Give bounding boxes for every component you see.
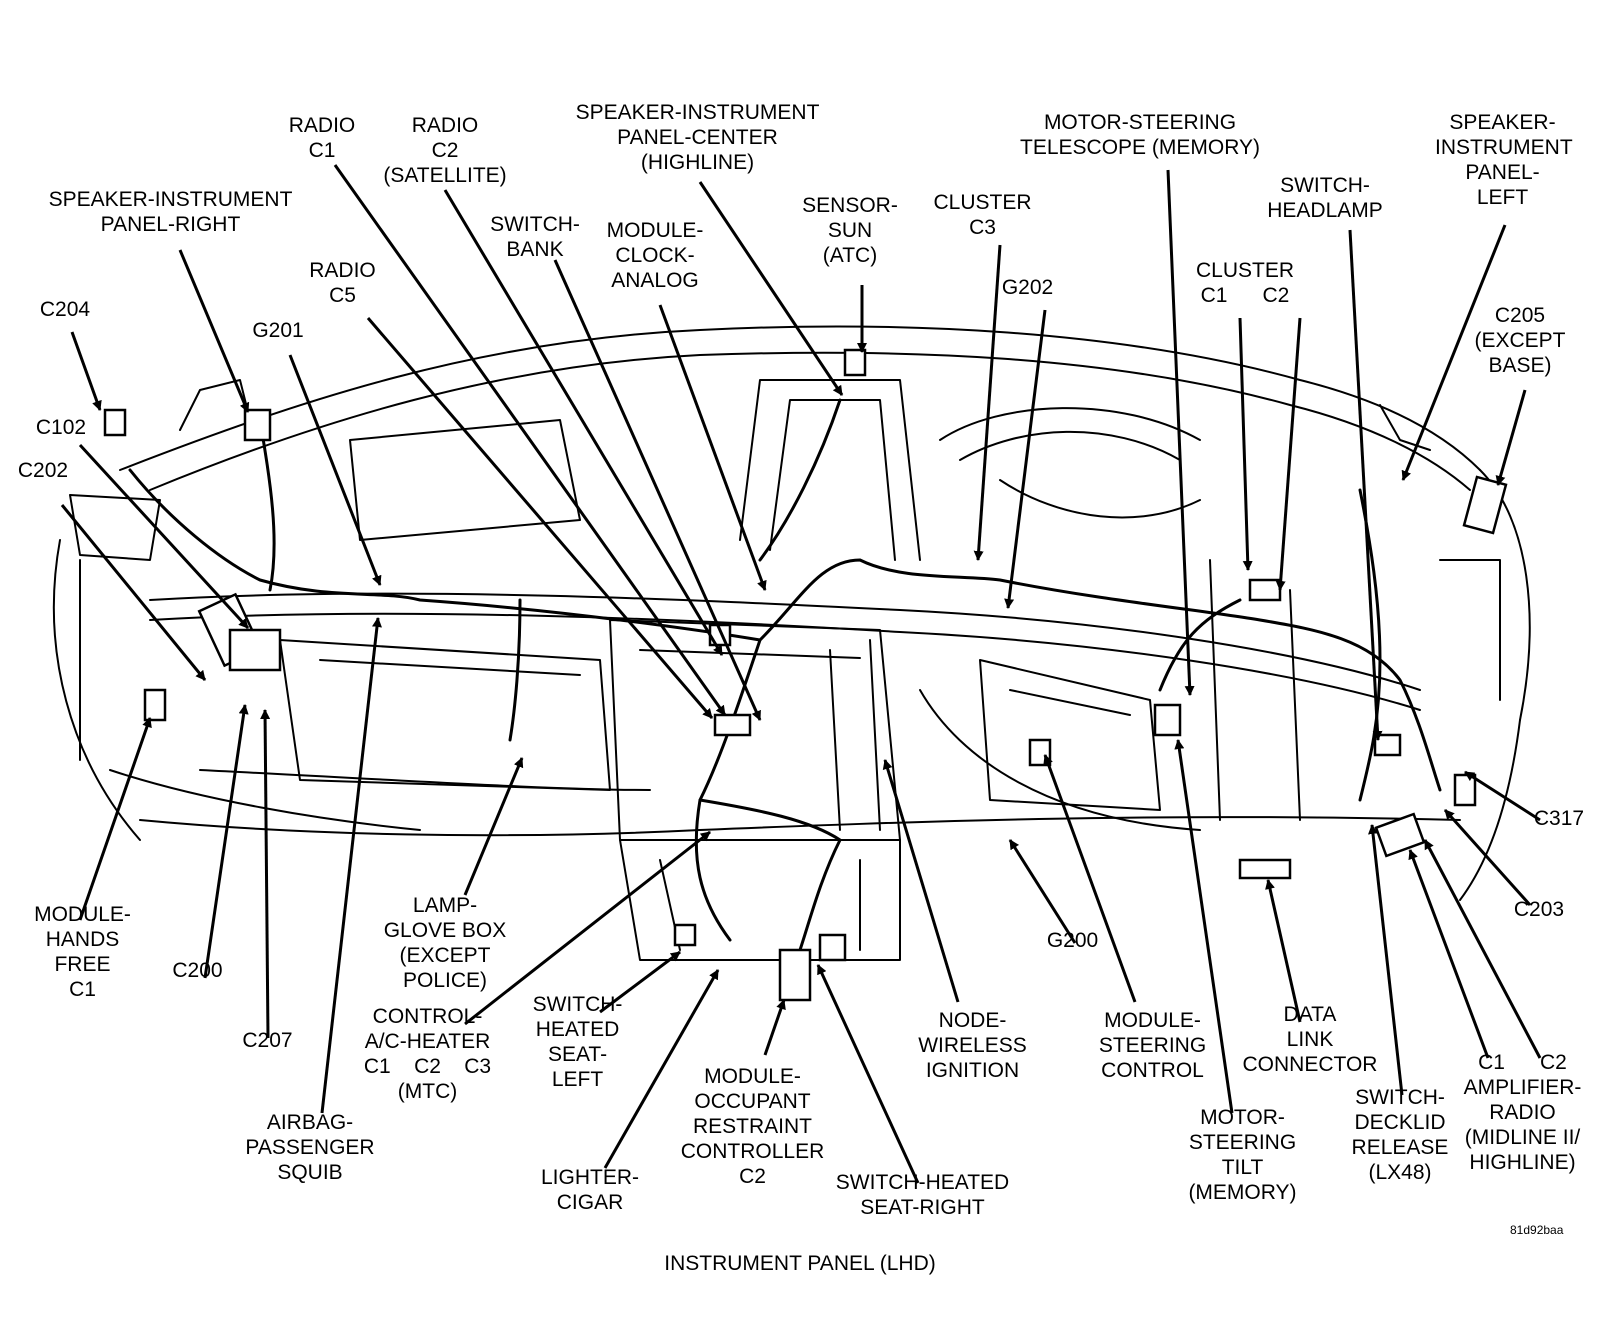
figure-caption: INSTRUMENT PANEL (LHD) (664, 1252, 936, 1275)
label-c203: C203 (1513, 898, 1565, 921)
label-c207: C207 (242, 1029, 293, 1052)
label-amplifier-radio: C1 C2 AMPLIFIER- RADIO (MIDLINE II/ HIGH… (1463, 1051, 1582, 1174)
label-g200: G200 (1046, 929, 1099, 952)
label-module-clock-analog: MODULE- CLOCK- ANALOG (606, 219, 704, 292)
label-node-wireless-ignition: NODE- WIRELESS IGNITION (918, 1009, 1027, 1082)
leader-lines (60, 164, 1542, 1184)
label-g201: G201 (252, 319, 304, 342)
label-c200: C200 (172, 959, 223, 982)
label-radio-c2-satellite: RADIO C2 (SATELLITE) (383, 114, 507, 187)
label-switch-headlamp: SWITCH- HEADLAMP (1267, 174, 1383, 222)
label-c102: C102 (35, 416, 87, 439)
label-sensor-sun-atc: SENSOR- SUN (ATC) (802, 194, 898, 267)
label-c205-except-base: C205 (EXCEPT BASE) (1474, 304, 1566, 377)
label-switch-heated-seat-left: SWITCH- HEATED SEAT- LEFT (532, 993, 623, 1091)
wiring-harness (128, 398, 1442, 952)
figure-id: 81d92baa (1510, 1223, 1564, 1237)
connector-blocks (103, 348, 1508, 1002)
label-lighter-cigar: LIGHTER- CIGAR (540, 1166, 639, 1214)
label-cluster-c3: CLUSTER C3 (933, 191, 1032, 239)
label-g202: G202 (1001, 276, 1054, 299)
label-motor-steering-telescope: MOTOR-STEERING TELESCOPE (MEMORY) (1020, 111, 1260, 159)
label-switch-bank: SWITCH- BANK (490, 213, 580, 261)
label-c202: C202 (17, 459, 69, 482)
label-c204: C204 (39, 298, 91, 321)
label-switch-decklid-release: SWITCH- DECKLID RELEASE (LX48) (1351, 1086, 1449, 1184)
label-motor-steering-tilt: MOTOR- STEERING TILT (MEMORY) (1188, 1106, 1297, 1204)
label-module-hands-free-c1: MODULE- HANDS FREE C1 (34, 903, 131, 1001)
label-radio-c1: RADIO C1 (288, 114, 356, 162)
label-radio-c5: RADIO C5 (309, 259, 376, 307)
label-module-steering-control: MODULE- STEERING CONTROL (1098, 1009, 1207, 1082)
label-airbag-passenger-squib: AIRBAG- PASSENGER SQUIB (245, 1111, 375, 1184)
label-speaker-instrument-panel-center: SPEAKER-INSTRUMENT PANEL-CENTER (HIGHLIN… (575, 101, 820, 174)
label-c317: C317 (1533, 807, 1585, 830)
label-speaker-instrument-panel-right: SPEAKER-INSTRUMENT PANEL-RIGHT (48, 188, 293, 236)
label-lamp-glove-box: LAMP- GLOVE BOX (EXCEPT POLICE) (383, 894, 507, 992)
label-switch-heated-seat-right: SWITCH-HEATED SEAT-RIGHT (835, 1171, 1010, 1219)
label-speaker-instrument-panel-left: SPEAKER- INSTRUMENT PANEL- LEFT (1435, 111, 1573, 209)
label-data-link-connector: DATA LINK CONNECTOR (1242, 1003, 1378, 1076)
label-cluster-c1-c2: CLUSTER C1 C2 (1195, 259, 1295, 307)
label-module-occupant-restraint-controller: MODULE- OCCUPANT RESTRAINT CONTROLLER C2 (680, 1065, 825, 1188)
label-control-ac-heater: CONTROL- A/C-HEATER C1 C2 C3 (MTC) (363, 1005, 492, 1103)
